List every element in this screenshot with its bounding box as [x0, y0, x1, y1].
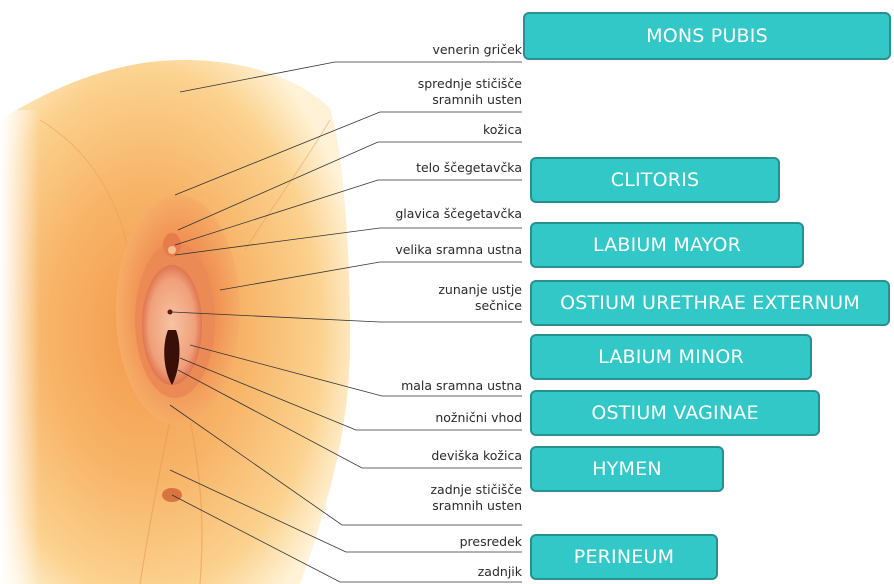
label-mala-sramna-ustna: mala sramna ustna [401, 378, 522, 394]
label-noznicni-vhod: nožnični vhod [435, 410, 522, 426]
box-labium-minor: LABIUM MINOR [530, 334, 812, 380]
glans-shape [168, 246, 176, 254]
label-telo-scegetavcka: telo ščegetavčka [416, 160, 522, 176]
label-zadnjik: zadnjik [478, 564, 522, 580]
urethra-shape [168, 310, 173, 315]
label-presredek: presredek [460, 534, 522, 550]
label-deviska-kozica: deviška kožica [431, 448, 522, 464]
box-perineum: PERINEUM [530, 534, 718, 580]
label-sprednje-sticisce: sprednje stičišče sramnih usten [418, 76, 522, 108]
box-hymen: HYMEN [530, 446, 724, 492]
label-zadnje-sticisce: zadnje stičišče sramnih usten [430, 482, 522, 514]
label-venerin-gricek: venerin griček [432, 42, 522, 58]
label-glavica-scegetavcka: glavica ščegetavčka [395, 206, 522, 222]
box-ostium-urethrae-externum: OSTIUM URETHRAE EXTERNUM [530, 280, 890, 326]
box-clitoris: CLITORIS [530, 157, 780, 203]
box-labium-mayor: LABIUM MAYOR [530, 222, 804, 268]
label-kozica: kožica [483, 122, 522, 138]
box-mons-pubis: MONS PUBIS [523, 12, 891, 60]
label-zunanje-ustje: zunanje ustje sečnice [438, 282, 522, 314]
box-ostium-vaginae: OSTIUM VAGINAE [530, 390, 820, 436]
label-velika-sramna-ustna: velika sramna ustna [395, 242, 522, 258]
